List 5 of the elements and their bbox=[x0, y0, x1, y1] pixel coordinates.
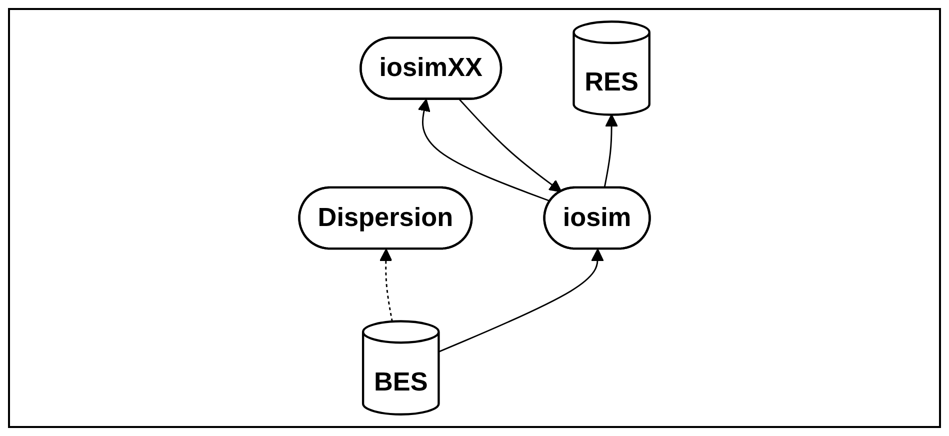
arrow bbox=[458, 98, 562, 192]
arrow bbox=[418, 98, 551, 202]
arrow bbox=[604, 114, 618, 188]
arrow bbox=[380, 248, 393, 322]
arrow bbox=[438, 248, 604, 352]
